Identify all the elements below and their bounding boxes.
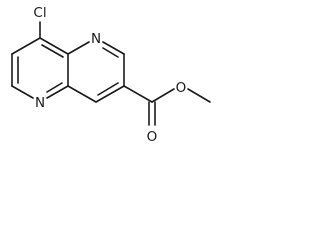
bond-c4a-n5 <box>67 41 90 55</box>
structure-canvas: Cl N N O O <box>11 5 211 145</box>
bond-c7-c8-double <box>97 82 119 96</box>
atom-nitrogen-lower: N <box>35 95 45 111</box>
bond-n5-c6-double <box>102 47 119 58</box>
bond-c8-c8a <box>67 85 97 103</box>
bond-n1-c8a <box>46 85 69 99</box>
bond-carbonyl-oester <box>151 88 175 103</box>
bond-c7-carbonyl <box>123 85 153 103</box>
bond-oester-methyl <box>187 88 211 103</box>
bond-c2-n1 <box>11 85 34 99</box>
bond-c4-c4a-double <box>41 44 64 58</box>
atom-chlorine: Cl <box>33 5 46 21</box>
molecule-structure: Cl N N O O <box>11 5 211 145</box>
bond-c7-c8 <box>95 85 125 103</box>
bond-n5-c6 <box>102 41 125 55</box>
bond-c4-c4a <box>39 37 69 55</box>
atom-nitrogen-upper: N <box>91 31 101 47</box>
bond-c4-c3 <box>11 37 41 55</box>
bond-n1-c8a-double <box>46 82 63 93</box>
atom-oxygen-carbonyl: O <box>147 129 158 145</box>
atom-oxygen-ester: O <box>176 80 187 96</box>
